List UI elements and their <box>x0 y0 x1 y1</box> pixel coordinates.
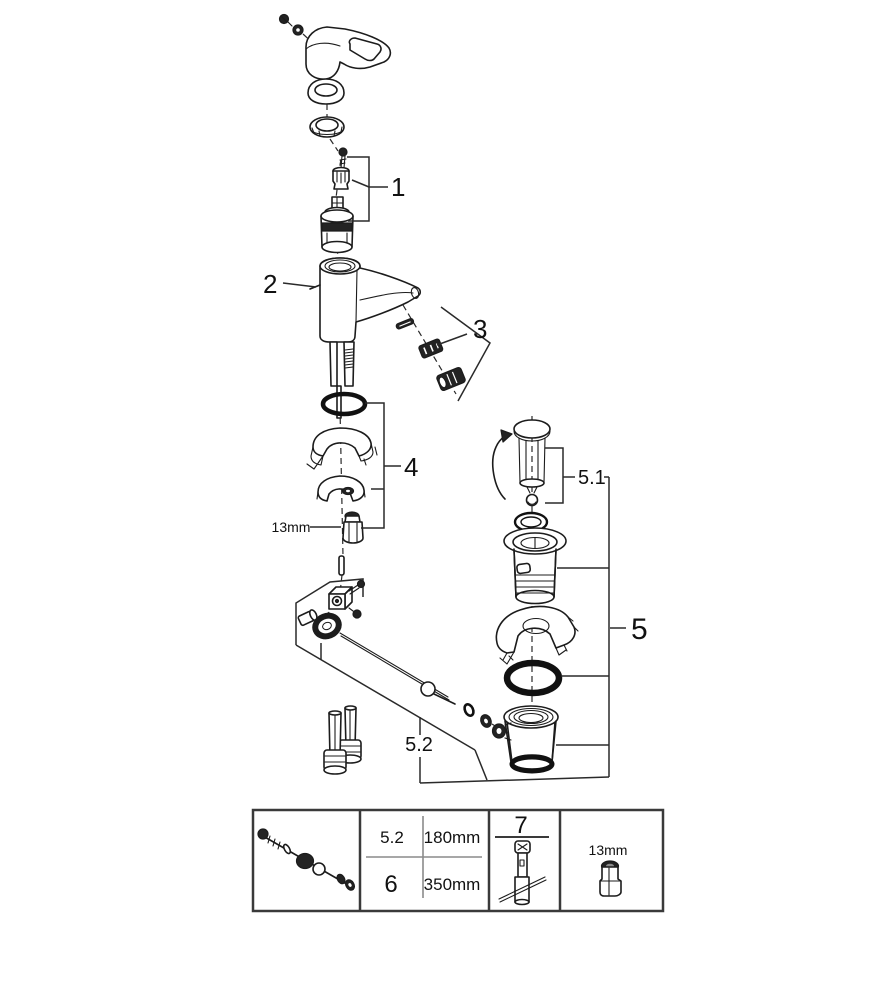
drain-o-ring <box>503 659 563 697</box>
base-o-ring <box>320 391 368 417</box>
lever-handle <box>305 26 392 80</box>
faucet-body-shanks <box>329 341 355 419</box>
handle-screw-and-plug <box>278 13 304 36</box>
legend-socket-size: 13mm <box>589 842 628 858</box>
callout-1: 1 <box>391 172 405 202</box>
callout-4-bracket: 4 <box>361 402 418 529</box>
cartridge <box>320 196 354 254</box>
callout-3-bracket: 3 <box>436 306 491 402</box>
legend-tool-7: 7 <box>495 812 549 906</box>
cartridge-screw <box>338 147 348 169</box>
legend-ref-5-2: 5.2 <box>380 828 404 847</box>
callout-5-bracket: 5 <box>556 477 648 777</box>
mounting-horseshoe-washer <box>316 475 366 502</box>
legend-length-350: 350mm <box>424 875 481 894</box>
mounting-horseshoe-plate <box>306 427 378 470</box>
legend-rod-drawing <box>257 828 356 891</box>
legend-socket-13mm: 13mm <box>589 842 628 897</box>
threaded-shank-coil <box>344 348 354 369</box>
aerator-parts <box>395 318 466 391</box>
callout-5: 5 <box>631 613 648 646</box>
legend-length-180: 180mm <box>424 828 481 847</box>
rod-plug-fitting <box>297 609 318 627</box>
pop-up-rod-pin <box>338 555 345 576</box>
callout-5-1-bracket: 5.1 <box>545 447 609 504</box>
callout-5-1: 5.1 <box>578 467 606 489</box>
callout-1-bracket: 1 <box>347 156 405 222</box>
wrench-size-label: 13mm <box>272 519 311 535</box>
supply-hoses <box>323 705 362 775</box>
wrench-size-annotation: 13mm <box>272 519 341 535</box>
handle-dome-cap <box>307 78 345 105</box>
legend-table: 5.2 180mm 6 350mm 7 13mm <box>251 808 665 913</box>
mounting-nut-13mm <box>342 511 364 544</box>
drain-plug <box>492 419 551 507</box>
cartridge-adapter <box>332 166 350 190</box>
legend-tool-ref: 7 <box>514 812 527 839</box>
drain-wedge-gasket <box>495 605 579 665</box>
callout-5-2-label: 5.2 <box>405 734 433 756</box>
callout-2-leader: 2 <box>263 269 317 299</box>
legend-ref-6: 6 <box>384 871 397 898</box>
threaded-ring <box>309 116 345 138</box>
drain-lower-body <box>491 705 559 774</box>
callout-5-2: 5.2 <box>405 717 610 784</box>
rod-knurled-seal-ring <box>312 612 342 640</box>
pop-up-rod <box>339 632 492 728</box>
callout-2: 2 <box>263 269 277 299</box>
rod-coupling-cube <box>328 579 366 619</box>
callout-4: 4 <box>404 452 418 482</box>
drain-flange <box>503 527 567 605</box>
faucet-body <box>309 257 422 343</box>
callout-3: 3 <box>473 314 487 344</box>
legend-size-matrix: 5.2 180mm 6 350mm <box>366 816 482 898</box>
